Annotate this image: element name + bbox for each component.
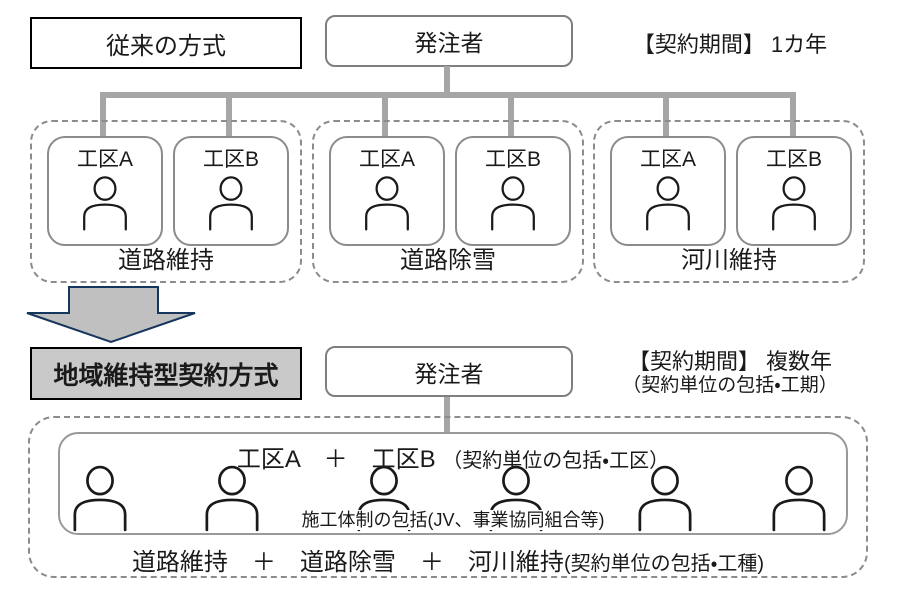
unit-card: 工区B <box>173 136 289 246</box>
regional-inner-box: 工区A ＋ 工区B （契約単位の包括・工区） 施工体制の包括(JV、事業協同組合… <box>58 432 848 535</box>
unit-label: 工区A <box>639 148 696 171</box>
contract-period-bottom-note: （契約単位の包括・工期） <box>622 375 838 397</box>
regional-method-label: 地域維持型契約方式 <box>53 361 279 390</box>
connector-stem-top <box>444 66 450 95</box>
group-road-maintenance: 工区A 工区B 道路維持 <box>30 120 302 283</box>
down-arrow-icon <box>26 286 196 344</box>
connector-hbar-top <box>100 92 796 98</box>
contract-period-bottom-main: 【契約期間】 複数年 <box>627 349 833 374</box>
connector-drop-6 <box>790 95 796 137</box>
person-icon <box>769 175 819 231</box>
unit-card: 工区A <box>329 136 445 246</box>
connector-drop-1 <box>100 95 106 137</box>
group-name: 河川維持 <box>681 247 777 274</box>
connector-drop-2 <box>226 95 232 137</box>
connector-drop-5 <box>663 95 669 137</box>
connector-drop-3 <box>382 95 388 137</box>
person-icon <box>362 175 412 231</box>
group-snow-removal: 工区A 工区B 道路除雪 <box>312 120 584 283</box>
unit-label: 工区A <box>76 148 133 171</box>
client-box-top: 発注者 <box>325 15 573 67</box>
org-note-line: 施工体制の包括(JV、事業協同組合等) <box>60 506 846 532</box>
regional-method-box: 地域維持型契約方式 <box>30 347 302 400</box>
works-note: (契約単位の包括・工種) <box>563 553 765 575</box>
group-name: 道路維持 <box>118 247 214 274</box>
unit-label: 工区B <box>765 148 822 171</box>
traditional-method-label: 従来の方式 <box>106 32 226 60</box>
unit-label: 工区A <box>358 148 415 171</box>
contract-period-top: 【契約期間】 1カ年 <box>632 32 828 57</box>
regional-outer-boundary <box>28 416 868 578</box>
unit-card: 工区B <box>736 136 852 246</box>
unit-label: 工区B <box>202 148 259 171</box>
unit-label: 工区B <box>484 148 541 171</box>
client-label-top: 発注者 <box>414 30 484 56</box>
client-box-bottom: 発注者 <box>325 346 573 397</box>
person-icon <box>488 175 538 231</box>
unit-card: 工区A <box>610 136 726 246</box>
works-label: 道路維持 ＋ 道路除雪 ＋ 河川維持 <box>131 549 564 576</box>
client-label-bottom: 発注者 <box>414 360 484 387</box>
zones-label: 工区A ＋ 工区B <box>236 446 436 473</box>
connector-stem-bottom <box>444 397 450 433</box>
person-icon <box>206 175 256 231</box>
unit-card: 工区A <box>47 136 163 246</box>
zones-note: （契約単位の包括・工区） <box>442 450 670 472</box>
unit-card: 工区B <box>455 136 571 246</box>
person-icon <box>80 175 130 231</box>
transition-arrow <box>25 286 197 349</box>
group-name: 道路除雪 <box>400 247 496 274</box>
contract-period-bottom: 【契約期間】 複数年 （契約単位の包括・工期） <box>570 349 890 398</box>
connector-drop-4 <box>508 95 514 137</box>
org-note: 施工体制の包括(JV、事業協同組合等) <box>297 510 609 530</box>
zones-line: 工区A ＋ 工区B （契約単位の包括・工区） <box>60 439 846 474</box>
works-line: 道路維持 ＋ 道路除雪 ＋ 河川維持(契約単位の包括・工種) <box>28 542 868 577</box>
person-icon <box>643 175 693 231</box>
traditional-method-box: 従来の方式 <box>30 17 302 69</box>
group-river-maintenance: 工区A 工区B 河川維持 <box>593 120 865 283</box>
